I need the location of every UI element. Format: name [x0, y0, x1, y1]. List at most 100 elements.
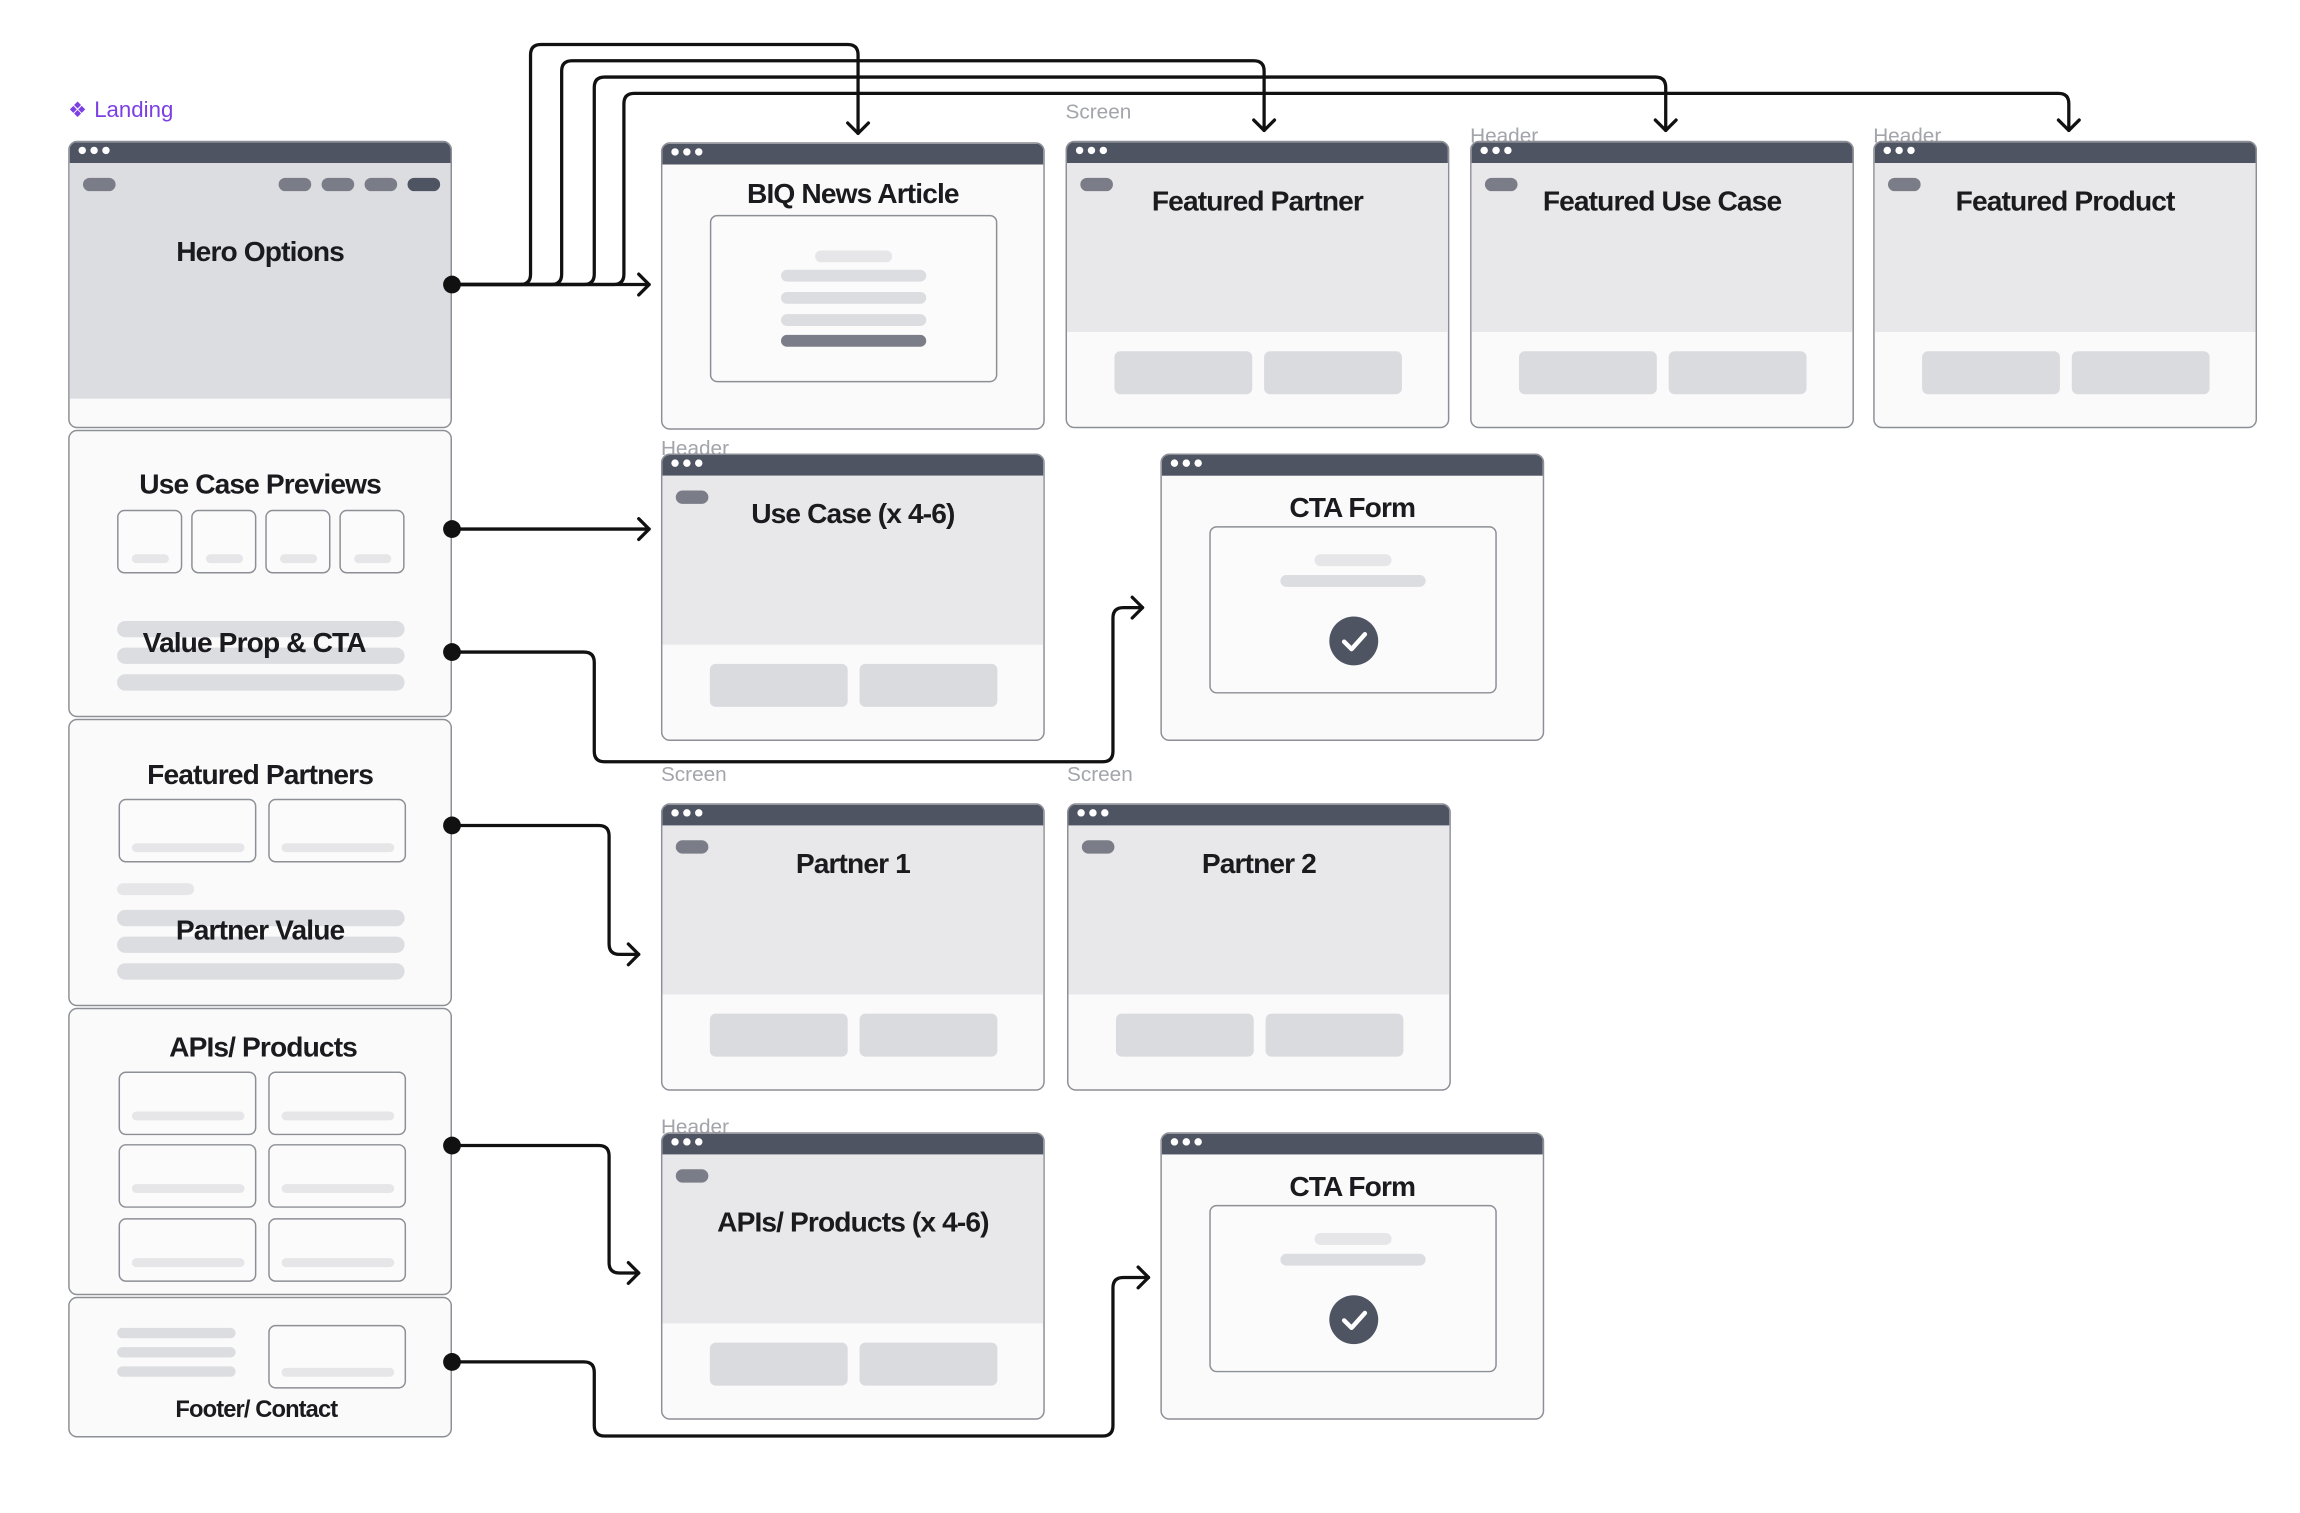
- cta-form-screen[interactable]: CTA Form: [1160, 453, 1545, 741]
- use-case-previews-title: Use Case Previews: [139, 469, 381, 501]
- connector-origin: [443, 1353, 461, 1371]
- form-card[interactable]: [1209, 526, 1497, 694]
- cta-form-2-title: CTA Form: [1289, 1172, 1416, 1204]
- text-line: [117, 909, 405, 927]
- window-chrome: [662, 804, 1044, 826]
- product-card[interactable]: [268, 1071, 407, 1136]
- apis-products-screen[interactable]: APIs/ Products (x 4-6): [660, 1132, 1045, 1420]
- logo-pill: [1484, 177, 1518, 192]
- window-chrome: [1471, 142, 1853, 164]
- value-prop-title: Value Prop & CTA: [142, 628, 367, 660]
- apis-products-title: APIs/ Products: [169, 1032, 358, 1065]
- product-card[interactable]: [268, 1218, 407, 1282]
- connector-value-prop-cta: [450, 605, 1145, 764]
- placeholder-button[interactable]: [1922, 351, 2060, 395]
- logo-pill: [1081, 840, 1115, 854]
- window-chrome: [1874, 142, 2256, 164]
- nav-pill: [278, 177, 312, 192]
- featured-use-case-title: Featured Use Case: [1542, 186, 1782, 218]
- product-card[interactable]: [118, 1071, 257, 1136]
- product-card[interactable]: [268, 1144, 407, 1208]
- use-case-screen[interactable]: Use Case (x 4-6): [660, 453, 1045, 741]
- text-line: [117, 1366, 236, 1377]
- landing-hero-frame[interactable]: Hero Options: [68, 140, 452, 429]
- placeholder-button[interactable]: [2071, 351, 2210, 395]
- window-chrome: [662, 1133, 1044, 1155]
- text-line: [117, 674, 405, 691]
- use-case-title: Use Case (x 4-6): [751, 499, 955, 531]
- product-card[interactable]: [118, 1218, 257, 1282]
- landing-apis-frame[interactable]: APIs/ Products: [68, 1007, 452, 1296]
- partner-1-screen[interactable]: Partner 1: [660, 803, 1045, 1091]
- nav-pill: [407, 177, 441, 192]
- nav-pill: [364, 177, 398, 192]
- nav-pill: [321, 177, 355, 192]
- partner-1-title: Partner 1: [795, 849, 911, 881]
- hero-area: [69, 163, 451, 399]
- partner-value-title: Partner Value: [175, 915, 345, 947]
- connector-hero-featured-product: [450, 91, 2071, 287]
- placeholder-button[interactable]: [1115, 1013, 1254, 1057]
- hero-area: [662, 475, 1044, 645]
- featured-partner-title: Featured Partner: [1151, 186, 1364, 218]
- hero-area: [662, 1154, 1044, 1324]
- frame-caption: Header: [660, 1114, 730, 1139]
- text-line: [117, 963, 405, 980]
- placeholder-button[interactable]: [709, 663, 848, 707]
- page-label[interactable]: ❖ Landing: [68, 98, 173, 123]
- article-card: [709, 214, 998, 383]
- landing-footer-frame[interactable]: Footer/ Contact: [68, 1296, 452, 1438]
- partner-card[interactable]: [118, 798, 257, 863]
- form-card[interactable]: [1209, 1204, 1497, 1373]
- text-line: [117, 647, 405, 664]
- connector-hero-featured-partner: [450, 59, 1266, 287]
- featured-partner-screen[interactable]: Featured Partner: [1065, 140, 1450, 429]
- window-chrome: [1161, 454, 1543, 476]
- connector-apis: [450, 1143, 641, 1275]
- placeholder-button[interactable]: [1668, 351, 1807, 395]
- window-chrome: [69, 142, 451, 164]
- contact-card[interactable]: [268, 1324, 407, 1389]
- landing-partners-frame[interactable]: Featured Partners Partner Value: [68, 718, 452, 1007]
- landing-use-case-frame[interactable]: Use Case Previews Value Prop & CTA: [68, 429, 452, 718]
- news-article-screen[interactable]: BIQ News Article: [660, 142, 1045, 430]
- placeholder-button[interactable]: [859, 1013, 998, 1057]
- placeholder-button[interactable]: [709, 1013, 848, 1057]
- partner-2-screen[interactable]: Partner 2: [1067, 803, 1451, 1091]
- connector-origin: [443, 1136, 461, 1155]
- logo-pill: [675, 490, 709, 504]
- text-line: [117, 936, 405, 953]
- connector-origin: [443, 643, 461, 661]
- placeholder-button[interactable]: [859, 663, 998, 707]
- cta-form-screen-2[interactable]: CTA Form: [1160, 1132, 1545, 1420]
- window-chrome: [1067, 142, 1448, 164]
- news-article-title: BIQ News Article: [747, 179, 960, 211]
- page-label-text: Landing: [94, 97, 174, 124]
- placeholder-button[interactable]: [1519, 351, 1657, 395]
- footer-title: Footer/ Contact: [175, 1397, 338, 1423]
- connector-partners: [450, 823, 641, 957]
- preview-card[interactable]: [265, 509, 331, 574]
- featured-use-case-screen[interactable]: Featured Use Case: [1470, 140, 1854, 429]
- featured-partners-title: Featured Partners: [147, 760, 374, 792]
- placeholder-button[interactable]: [859, 1342, 998, 1386]
- partner-card[interactable]: [268, 798, 407, 863]
- placeholder-button[interactable]: [1265, 1013, 1404, 1057]
- check-circle-icon: [1329, 1295, 1379, 1345]
- window-chrome: [1068, 804, 1450, 826]
- placeholder-button[interactable]: [709, 1342, 848, 1386]
- preview-card[interactable]: [191, 509, 257, 574]
- connector-origin: [443, 275, 461, 294]
- frame-caption: Screen: [1065, 99, 1132, 124]
- product-card[interactable]: [118, 1144, 257, 1208]
- preview-card[interactable]: [117, 509, 183, 574]
- placeholder-button[interactable]: [1114, 351, 1253, 395]
- placeholder-button[interactable]: [1264, 351, 1402, 395]
- preview-card[interactable]: [339, 509, 405, 574]
- logo-pill: [1888, 177, 1921, 192]
- connector-footer-cta: [450, 1275, 1151, 1438]
- featured-product-screen[interactable]: Featured Product: [1873, 140, 2258, 429]
- window-chrome: [662, 454, 1044, 476]
- partner-2-title: Partner 2: [1201, 849, 1317, 881]
- text-line: [117, 620, 405, 638]
